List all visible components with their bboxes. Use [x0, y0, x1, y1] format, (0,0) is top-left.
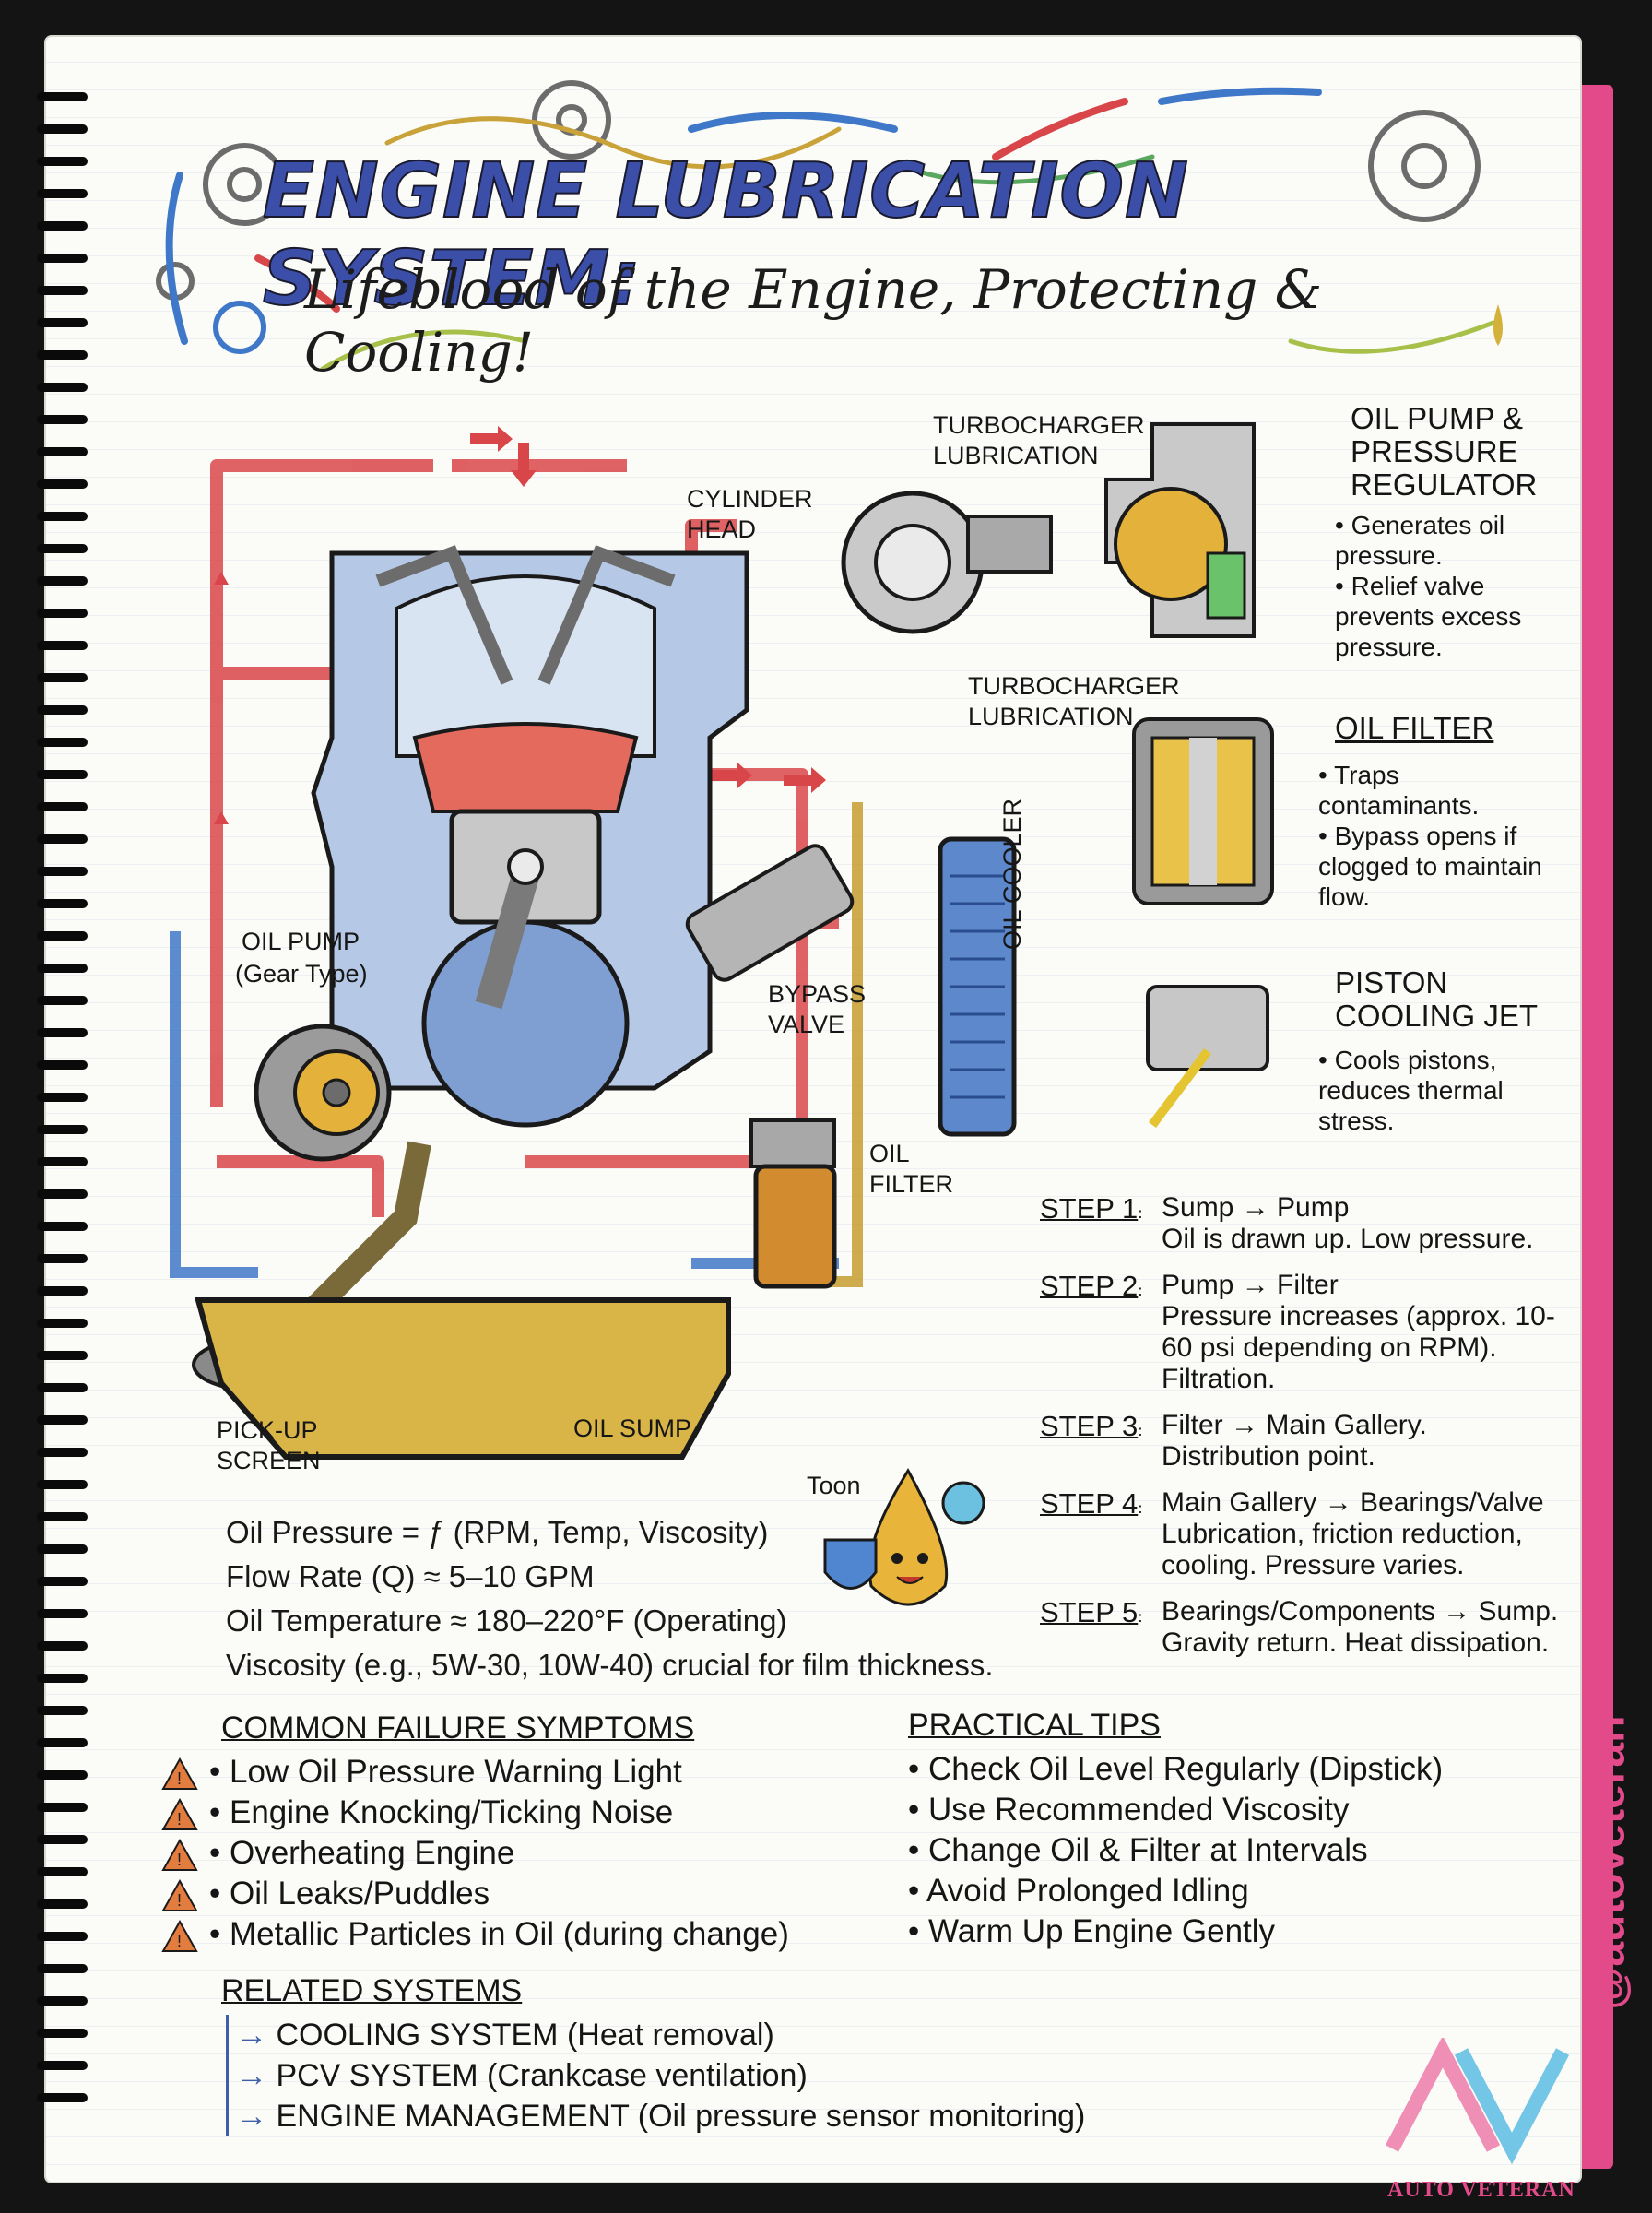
failures-list: !• Low Oil Pressure Warning Light !• Eng… [161, 1752, 862, 1955]
formula-line: Oil Temperature ≈ 180–220°F (Operating) [226, 1604, 787, 1638]
list-item: !• Engine Knocking/Ticking Noise [161, 1793, 862, 1833]
label-bypass-valve: BYPASS VALVE [768, 980, 867, 1038]
related-heading: RELATED SYSTEMS [221, 1973, 523, 2008]
shield-icon [823, 1538, 878, 1590]
pressure-regulator [1104, 422, 1256, 638]
arrow-icon: → [236, 2099, 267, 2134]
list-item: !• Oil Leaks/Puddles [161, 1874, 862, 1914]
header-decoration [156, 80, 1503, 372]
component-bullets: • Cools pistons, reduces thermal stress. [1318, 1045, 1558, 1136]
component-bullets: • Generates oil pressure. • Relief valve… [1335, 510, 1565, 662]
failures-heading: COMMON FAILURE SYMPTOMS [221, 1710, 695, 1746]
related-list: → COOLING SYSTEM (Heat removal) → PCV SY… [226, 2015, 1204, 2136]
bullet: • Cools pistons, reduces thermal stress. [1318, 1046, 1504, 1135]
list-item: • Change Oil & Filter at Intervals [908, 1832, 1368, 1868]
filter-small [749, 1118, 837, 1289]
arrow-icon: → [236, 2018, 267, 2053]
list-item: → PCV SYSTEM (Crankcase ventilation) [236, 2058, 808, 2093]
warning-icon: ! [161, 1919, 198, 1952]
svg-text:!: ! [177, 1769, 182, 1788]
list-item: → ENGINE MANAGEMENT (Oil pressure sensor… [236, 2099, 1086, 2134]
formula-line: Viscosity (e.g., 5W-30, 10W-40) crucial … [226, 1648, 994, 1682]
component-illustrations [1104, 422, 1274, 1128]
list-item: !• Low Oil Pressure Warning Light [161, 1752, 862, 1793]
brand-handle: @autoveteran [1585, 1715, 1634, 2010]
svg-text:!: ! [177, 1810, 182, 1828]
label-turbo-bottom: TURBOCHARGER LUBRICATION [968, 672, 1180, 730]
formula-block: Oil Pressure = ƒ (RPM, Temp, Viscosity) … [226, 1510, 1056, 1687]
label-toon: Toon [807, 1472, 861, 1499]
brand-logo [1385, 2038, 1570, 2165]
warning-icon: ! [161, 1797, 198, 1830]
svg-text:!: ! [177, 1932, 182, 1950]
oil-line-bottom [217, 1155, 384, 1217]
label-oil-cooler: OIL COOLER [998, 798, 1026, 950]
list-item: !• Metallic Particles in Oil (during cha… [161, 1914, 862, 1955]
gear-icon [156, 80, 1481, 301]
turbocharger [841, 491, 1053, 634]
lubrication-diagram [170, 426, 1053, 1460]
arrow-icon: → [236, 2058, 267, 2093]
label-oil-pump: OIL PUMP [242, 928, 360, 955]
component-title: OIL FILTER [1335, 711, 1494, 745]
component-bullets: • Traps contaminants. • Bypass opens if … [1318, 760, 1558, 912]
formula-line: Flow Rate (Q) ≈ 5–10 GPM [226, 1559, 595, 1593]
tips-list: • Check Oil Level Regularly (Dipstick) •… [908, 1749, 1553, 1952]
list-item: • Use Recommended Viscosity [908, 1792, 1350, 1828]
label-oil-sump: OIL SUMP [573, 1414, 692, 1442]
component-title: OIL PUMP & PRESSURE REGULATOR [1351, 401, 1538, 502]
svg-text:!: ! [177, 1891, 182, 1910]
list-item: !• Overheating Engine [161, 1833, 862, 1874]
notebook-edge [1582, 85, 1613, 2169]
list-item: • Check Oil Level Regularly (Dipstick) [908, 1751, 1444, 1787]
list-item: • Avoid Prolonged Idling [908, 1873, 1249, 1909]
step-row: STEP 5: Bearings/Components → Sump.Gravi… [1040, 1596, 1559, 1658]
bullet: • Relief valve prevents excess pressure. [1335, 572, 1522, 661]
page-title: ENGINE LUBRICATION SYSTEM: [262, 147, 1189, 324]
step-row: STEP 3: Filter → Main Gallery.Distributi… [1040, 1410, 1427, 1472]
list-item: → COOLING SYSTEM (Heat removal) [236, 2018, 774, 2053]
warning-icon: ! [161, 1878, 198, 1911]
oil-drop-mascot [823, 1468, 985, 1606]
oil-line-top [210, 459, 433, 1106]
warning-icon: ! [161, 1838, 198, 1871]
label-cylinder-head: CYLINDER HEAD [687, 485, 813, 543]
label-pickup-screen: PICK-UP SCREEN [217, 1416, 321, 1474]
svg-text:!: ! [177, 1851, 182, 1869]
oil-filter-cartridge [1132, 717, 1274, 905]
formula-line: Oil Pressure = ƒ (RPM, Temp, Viscosity) [226, 1515, 769, 1549]
tips-heading: PRACTICAL TIPS [908, 1708, 1161, 1743]
piston-jet [1146, 985, 1269, 1128]
component-title: PISTON COOLING JET [1335, 965, 1539, 1033]
warning-icon: ! [161, 1757, 198, 1790]
bullet: • Bypass opens if clogged to maintain fl… [1318, 822, 1542, 911]
spiral-binding [37, 92, 88, 2102]
page-subtitle: Lifeblood of the Engine, Protecting & Co… [304, 258, 1323, 384]
return-line-left [170, 931, 258, 1278]
label-turbo-top: TURBOCHARGER LUBRICATION [933, 411, 1145, 469]
label-oil-filter-small: OIL FILTER [869, 1140, 954, 1198]
engine-block [311, 545, 749, 1128]
list-item: • Warm Up Engine Gently [908, 1913, 1276, 1949]
bullet: • Traps contaminants. [1318, 761, 1480, 820]
label-oil-pump-type: (Gear Type) [235, 960, 368, 988]
pinwheel-icon [941, 1481, 985, 1525]
bullet: • Generates oil pressure. [1335, 511, 1505, 570]
gear-icon [254, 1024, 392, 1162]
oil-sump-pan [195, 1297, 731, 1460]
brand-logo-text: AUTO VETERAN [1387, 2178, 1575, 2202]
